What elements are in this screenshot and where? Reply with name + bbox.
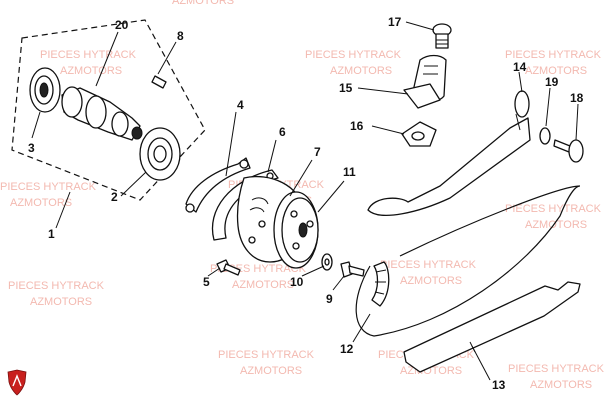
azmotors-shield-logo-icon <box>7 369 27 396</box>
watermark-text: AZMOTORS <box>240 365 302 377</box>
watermark-text: AZMOTORS <box>400 275 462 287</box>
callout-1: 1 <box>48 227 55 241</box>
callout-17: 17 <box>388 15 402 29</box>
watermark-text: PIECES HYTRACK <box>380 259 477 271</box>
callout-labels: 20 8 3 2 1 4 6 7 11 5 10 9 12 13 14 19 1… <box>28 15 584 392</box>
tensioner-guide <box>367 90 531 216</box>
callout-9: 9 <box>326 292 333 306</box>
watermark-text: PIECES HYTRACK <box>40 49 137 61</box>
chain-guide-lower <box>403 281 581 373</box>
tensioner-bolt <box>432 23 452 49</box>
retainer-plate <box>185 157 251 213</box>
callout-10: 10 <box>290 275 304 289</box>
watermark-text: AZMOTORS <box>10 197 72 209</box>
watermark-text: PIECES HYTRACK <box>8 280 105 292</box>
callout-2: 2 <box>111 190 118 204</box>
cam-sprocket <box>273 191 319 269</box>
pin <box>151 75 167 89</box>
watermark-text: AZMOTORS <box>525 65 587 77</box>
o-ring <box>539 127 551 145</box>
callout-11: 11 <box>343 165 356 179</box>
watermark-text: AZMOTORS <box>330 65 392 77</box>
callout-19: 19 <box>545 75 559 89</box>
watermark-text: PIECES HYTRACK <box>508 363 605 375</box>
watermark-text: AZMOTORS <box>525 219 587 231</box>
watermark-text: AZMOTORS <box>530 379 592 391</box>
watermark-text: PIECES HYTRACK <box>505 203 602 215</box>
pivot-bolt <box>553 139 584 163</box>
watermark-text: PIECES HYTRACK <box>0 181 97 193</box>
callout-13: 13 <box>492 378 506 392</box>
callout-7: 7 <box>314 145 321 159</box>
tensioner-gasket <box>401 121 437 147</box>
callout-5: 5 <box>203 275 210 289</box>
watermark-text: PIECES HYTRACK <box>305 49 402 61</box>
camshaft <box>61 86 143 141</box>
watermark-text: PIECES HYTRACK <box>505 49 602 61</box>
watermark-text: PIECES HYTRACK <box>218 349 315 361</box>
bearing-right <box>139 127 181 181</box>
callout-18: 18 <box>570 91 584 105</box>
timing-chain <box>355 185 581 337</box>
watermark-text: AZMOTORS <box>30 296 92 308</box>
callout-3: 3 <box>28 141 35 155</box>
callout-14: 14 <box>513 60 527 74</box>
bolt-small <box>216 259 241 276</box>
watermark-text: AZMOTORS <box>172 0 234 7</box>
watermark-text: AZMOTORS <box>60 65 122 77</box>
bearing-left <box>29 67 61 113</box>
watermark-text: AZMOTORS <box>232 279 294 291</box>
callout-4: 4 <box>237 98 244 112</box>
callout-20: 20 <box>115 18 129 32</box>
bolt-large <box>340 261 365 278</box>
callout-15: 15 <box>339 81 353 95</box>
callout-12: 12 <box>340 342 354 356</box>
callout-8: 8 <box>177 29 184 43</box>
camshaft-kit-outline <box>11 19 206 201</box>
washer <box>321 253 333 271</box>
callout-6: 6 <box>279 125 286 139</box>
callout-16: 16 <box>350 119 364 133</box>
leader-lines <box>31 21 579 381</box>
chain-tensioner <box>403 54 447 109</box>
